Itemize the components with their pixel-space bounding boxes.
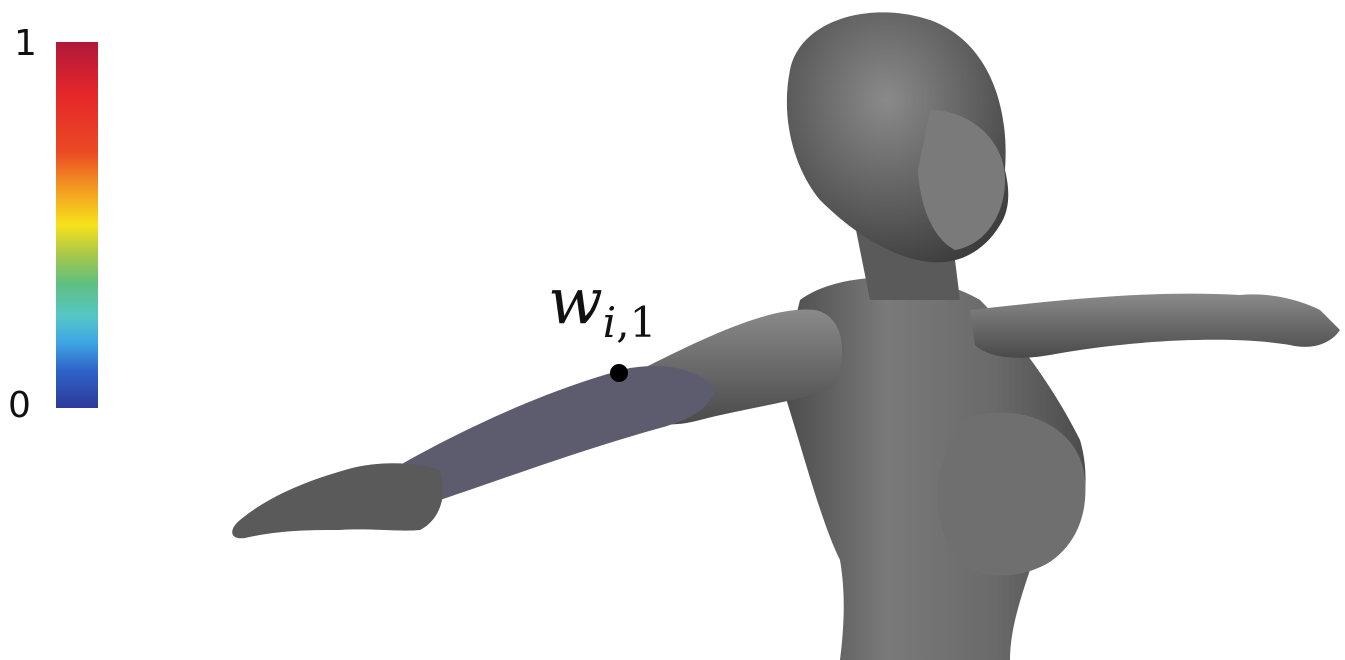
chest: [937, 413, 1085, 576]
weight-subscript-sep: ,: [616, 298, 629, 347]
left-hand: [232, 463, 443, 538]
weight-symbol: w: [548, 265, 603, 339]
weight-subscript-index: i: [603, 298, 616, 347]
right-arm: [970, 294, 1340, 358]
weight-annotation: wi,1: [548, 270, 656, 334]
weight-subscript: i,1: [603, 298, 657, 347]
weight-subscript-value: 1: [630, 298, 657, 347]
joint-marker: [610, 364, 628, 382]
weight-region: [400, 366, 715, 501]
